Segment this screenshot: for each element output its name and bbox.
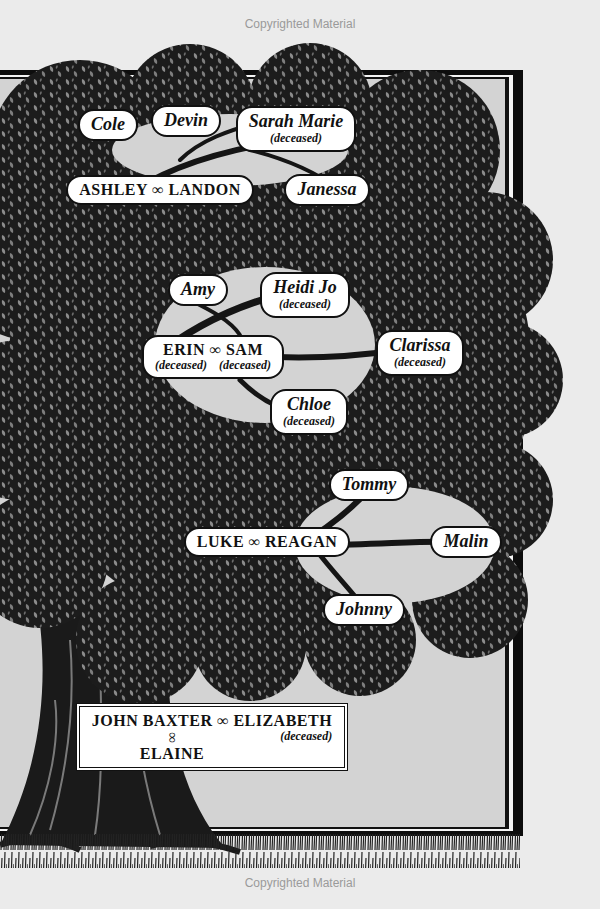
person-label: Heidi Jo(deceased) bbox=[260, 272, 350, 318]
person-label: Malin bbox=[430, 526, 501, 559]
ancestor-box: JOHN BAXTER ∞ ELIZABETH ∞ ELAINE (deceased) bbox=[76, 703, 348, 770]
person-name: Devin bbox=[164, 111, 208, 131]
deceased-note: (deceased) bbox=[270, 132, 322, 145]
person-name: Cole bbox=[91, 115, 125, 135]
deceased-note: (deceased) bbox=[394, 356, 446, 369]
deceased-note: (deceased) bbox=[279, 298, 331, 311]
person-label: Johnny bbox=[323, 594, 405, 627]
person-label: Amy bbox=[168, 274, 228, 307]
couple-name: LUKE ∞ REAGAN bbox=[197, 533, 338, 551]
deceased-note: (deceased) bbox=[219, 359, 271, 372]
marriage-symbol: ∞ bbox=[165, 732, 180, 743]
person-name: Malin bbox=[443, 532, 488, 552]
person-label: Chloe(deceased) bbox=[270, 389, 348, 435]
couple-name: ASHLEY ∞ LANDON bbox=[79, 181, 240, 199]
couple-name: ERIN ∞ SAM bbox=[163, 341, 263, 359]
deceased-note: (deceased) bbox=[155, 359, 207, 372]
deceased-note: (deceased) bbox=[280, 730, 332, 743]
watermark: Copyrighted Material bbox=[245, 876, 356, 890]
couple-label: LUKE ∞ REAGAN bbox=[184, 527, 351, 558]
couple-label: ERIN ∞ SAM(deceased) (deceased) bbox=[142, 335, 284, 379]
watermark: Copyrighted Material bbox=[245, 17, 356, 31]
person-label: Sarah Marie(deceased) bbox=[236, 106, 357, 152]
person-name: Tommy bbox=[342, 475, 396, 495]
person-label: Janessa bbox=[284, 174, 369, 207]
deceased-note: (deceased) bbox=[283, 415, 335, 428]
name-row: ∞ ELAINE (deceased) bbox=[92, 730, 332, 763]
person-label: Tommy bbox=[329, 469, 409, 502]
person-label: Clarissa(deceased) bbox=[376, 330, 463, 376]
name-column: ∞ ELAINE bbox=[140, 730, 204, 763]
person-name: Sarah Marie bbox=[249, 112, 344, 132]
person-name: Johnny bbox=[336, 600, 392, 620]
couple-label: ASHLEY ∞ LANDON bbox=[66, 175, 253, 206]
spouse-name: ELAINE bbox=[140, 745, 204, 763]
note-row: (deceased) (deceased) bbox=[155, 359, 271, 372]
couple-name: JOHN BAXTER ∞ ELIZABETH bbox=[92, 712, 332, 730]
person-name: Janessa bbox=[297, 180, 356, 200]
person-name: Clarissa bbox=[389, 336, 450, 356]
person-name: Chloe bbox=[287, 395, 331, 415]
person-label: Devin bbox=[151, 105, 221, 138]
person-label: Cole bbox=[78, 109, 138, 142]
person-name: Amy bbox=[181, 280, 215, 300]
person-name: Heidi Jo bbox=[273, 278, 337, 298]
